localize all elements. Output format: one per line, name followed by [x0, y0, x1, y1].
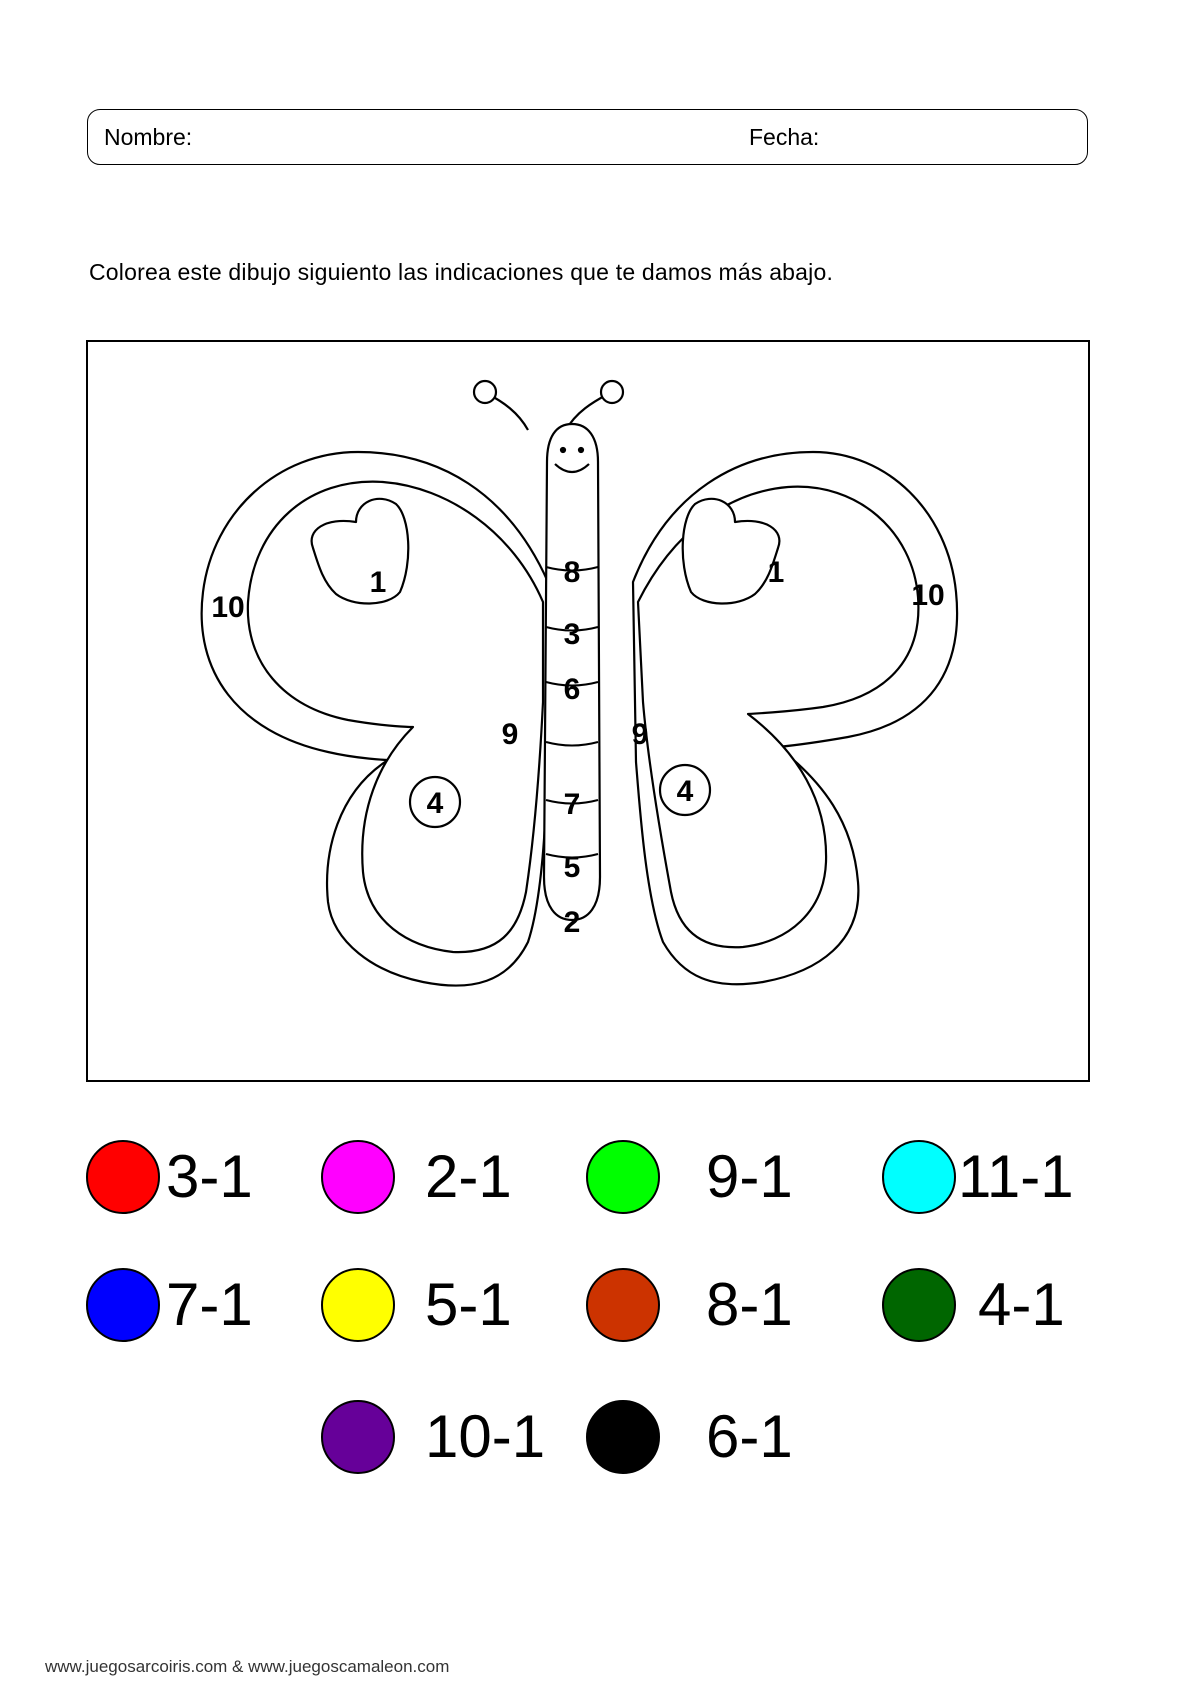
color-swatch: [321, 1140, 395, 1214]
legend-operation: 7-1: [166, 1271, 253, 1338]
butterfly-picture-frame: 10 10 1 1 9 9 4 4 8 3 6 7 5 2: [86, 340, 1090, 1082]
legend-operation: 3-1: [166, 1143, 253, 1210]
legend-item: 5-1: [321, 1268, 521, 1348]
date-label: Fecha:: [749, 124, 820, 150]
instructions-text: Colorea este dibujo siguiento las indica…: [89, 259, 834, 285]
right-wing-inner-number: 9: [632, 718, 649, 751]
legend-item: 9-1: [586, 1140, 796, 1220]
butterfly-body-outline: [542, 422, 602, 922]
color-swatch: [86, 1140, 160, 1214]
legend-operation: 2-1: [425, 1143, 512, 1210]
left-heart-number: 1: [370, 566, 387, 599]
legend-operation: 8-1: [706, 1271, 793, 1338]
color-swatch: [586, 1400, 660, 1474]
color-swatch: [86, 1268, 160, 1342]
body-segment-number: 8: [564, 556, 581, 589]
body-segment-number: 5: [564, 851, 581, 884]
legend-item: 2-1: [321, 1140, 521, 1220]
left-spot-outline: [408, 775, 462, 829]
legend-operation: 9-1: [706, 1143, 793, 1210]
legend-item: 6-1: [586, 1400, 796, 1480]
color-swatch: [321, 1400, 395, 1474]
footer-credits: www.juegosarcoiris.com & www.juegoscamal…: [45, 1657, 450, 1676]
body-segment-number: 7: [564, 788, 581, 821]
color-swatch: [586, 1268, 660, 1342]
left-wing-inner-outline: [246, 480, 545, 954]
right-heart-outline: [681, 497, 781, 605]
left-heart-outline: [310, 497, 410, 605]
legend-item: 10-1: [321, 1400, 551, 1480]
body-segment-number: 6: [564, 673, 581, 706]
legend-item: 8-1: [586, 1268, 796, 1348]
color-swatch: [882, 1140, 956, 1214]
legend-item: 7-1: [86, 1268, 266, 1348]
legend-operation: 10-1: [425, 1403, 546, 1470]
body-segment-number: 3: [564, 618, 581, 651]
legend-item: 4-1: [882, 1268, 1082, 1348]
legend-item: 3-1: [86, 1140, 266, 1220]
color-swatch: [321, 1268, 395, 1342]
legend-operation: 4-1: [978, 1271, 1065, 1338]
legend-operation: 11-1: [958, 1143, 1074, 1210]
butterfly-face: [554, 446, 590, 474]
left-spot-number: 4: [427, 787, 444, 820]
color-swatch: [882, 1268, 956, 1342]
left-wing-inner-number: 9: [502, 718, 519, 751]
left-antenna-tip: [472, 379, 498, 405]
butterfly-drawing: 10 10 1 1 9 9 4 4 8 3 6 7 5 2: [200, 379, 959, 987]
right-spot-number: 4: [677, 775, 694, 808]
right-heart-number: 1: [768, 556, 785, 589]
legend-operation: 5-1: [425, 1271, 512, 1338]
right-spot-outline: [658, 763, 712, 817]
right-antenna-tip: [599, 379, 625, 405]
body-segment-number: 2: [564, 906, 581, 939]
name-date-box: Nombre: Fecha:: [87, 109, 1088, 165]
left-wing-outer-number: 10: [211, 591, 244, 624]
right-wing-outer-number: 10: [911, 579, 944, 612]
color-swatch: [586, 1140, 660, 1214]
name-label: Nombre:: [104, 124, 193, 150]
legend-operation: 6-1: [706, 1403, 793, 1470]
legend-item: 11-1: [882, 1140, 1082, 1220]
